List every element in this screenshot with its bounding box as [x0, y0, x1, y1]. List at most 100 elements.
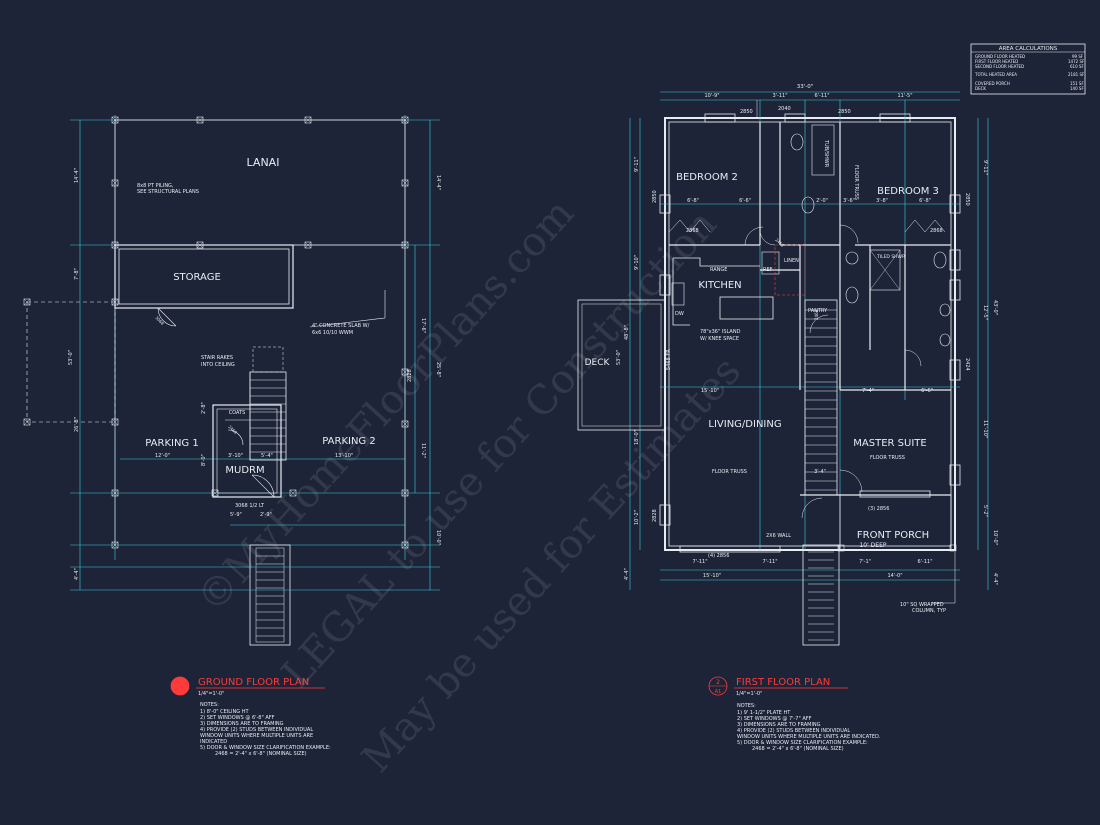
- dim-label: 48'-8": [624, 325, 630, 340]
- ground-floor-plan: 3068 2468: [23, 115, 441, 757]
- window-tag: 2828: [652, 509, 658, 522]
- floor-truss-note: FLOOR TRUSS: [853, 165, 859, 200]
- room-living-dining: LIVING/DINING: [708, 419, 781, 430]
- piling-marker: [23, 298, 31, 306]
- note-line: 3) DIMENSIONS ARE TO FRAMING: [737, 722, 821, 728]
- dim-label: 7'-8": [74, 268, 80, 280]
- window-tag: 2850: [838, 109, 851, 115]
- dim-label: 11'-5": [897, 93, 912, 99]
- area-row-value: 2181 SF: [1068, 72, 1085, 77]
- dim-label: 2'-8": [201, 402, 207, 414]
- dim-label: 7'-11": [692, 559, 707, 565]
- area-calc-title: AREA CALCULATIONS: [999, 46, 1058, 52]
- piling-marker: [401, 368, 409, 376]
- room-parking-1: PARKING 1: [145, 438, 198, 449]
- area-row-label: COVERED PORCH: [975, 81, 1010, 86]
- door-tag: 2468: [227, 424, 238, 435]
- window-tag: 2850: [740, 109, 753, 115]
- dim-label: 5'-4": [261, 453, 273, 459]
- dim-label: 3'-11": [772, 93, 787, 99]
- dim-label: 14'-0": [887, 573, 902, 579]
- piling-marker: [111, 541, 119, 549]
- piling-marker: [111, 489, 119, 497]
- window-tag: 2850: [964, 193, 970, 206]
- piling-marker: [401, 241, 409, 249]
- piling-cross: [304, 241, 312, 249]
- island-note: 78"x36" ISLAND: [700, 329, 741, 335]
- area-row-value: 610 SF: [1070, 64, 1084, 69]
- piling-cross: [401, 489, 409, 497]
- note-line: 5) DOOR & WINDOW SIZE CLARIFICATION EXAM…: [200, 745, 331, 751]
- piling-cross: [111, 241, 119, 249]
- notes-heading: NOTES:: [737, 703, 756, 709]
- wall-note: 2X6 WALL: [766, 533, 791, 539]
- window-tag: 2850: [652, 190, 658, 203]
- room-storage: STORAGE: [173, 272, 221, 283]
- fixture-tub: TUB/SHWR: [823, 139, 829, 168]
- room-mudroom: MUDRM: [225, 465, 264, 476]
- dim-label: 10'-9": [704, 93, 719, 99]
- dim-label: 15'-10": [701, 388, 719, 394]
- dim-label: 11'-2": [420, 443, 426, 458]
- area-row-value: 151 SF: [1070, 81, 1084, 86]
- dim-label: 12'-0": [155, 453, 170, 459]
- dim-label: 14'-4": [435, 175, 441, 190]
- island-note: W/ KNEE SPACE: [700, 336, 739, 342]
- dim-label: 33'-0": [797, 84, 814, 90]
- piling-cross: [401, 368, 409, 376]
- area-calculations-table: AREA CALCULATIONS GROUND FLOOR HEATED 99…: [970, 43, 1086, 95]
- piling-cross: [401, 179, 409, 187]
- appliance-dw: DW: [675, 311, 684, 317]
- piling-cross: [401, 116, 409, 124]
- window-tag: 2868: [930, 228, 943, 234]
- piling-marker: [111, 418, 119, 426]
- piling-cross: [289, 489, 297, 497]
- piling-marker: [401, 179, 409, 187]
- appliance-ref: REF: [763, 267, 773, 273]
- piling-cross: [196, 241, 204, 249]
- window-tag: 2424: [964, 358, 970, 371]
- room-deck: DECK: [585, 358, 611, 368]
- appliance-range: RANGE: [710, 267, 727, 273]
- room-lanai: LANAI: [247, 156, 280, 169]
- area-row-label: FIRST FLOOR HEATED: [975, 59, 1018, 64]
- window-tag: (4) 2856: [708, 553, 729, 559]
- door-tag: 3068 1/2 LT: [235, 503, 265, 509]
- piling-marker: [196, 116, 204, 124]
- dim-label: 13'-10": [335, 453, 353, 459]
- dim-label: 7'-11": [762, 559, 777, 565]
- piling-cross: [111, 116, 119, 124]
- dim-label: 15'-10": [703, 573, 721, 579]
- sheet-number: A1: [715, 689, 722, 695]
- piling-cross: [401, 541, 409, 549]
- piling-cross: [111, 298, 119, 306]
- dim-label: 18'-0": [634, 430, 640, 445]
- dim-label: 3'-4": [814, 469, 826, 475]
- dim-label: 4'-4": [74, 568, 80, 580]
- piling-marker: [401, 541, 409, 549]
- piling-cross: [196, 116, 204, 124]
- dim-label: 6'-11": [814, 93, 829, 99]
- dim-label: 10'-0": [435, 530, 441, 545]
- note-line: 4) PROVIDE (2) STUDS BETWEEN INDIVIDUAL: [200, 727, 313, 733]
- dim-label: 9'-11": [634, 157, 640, 172]
- door-tag: 3068: [154, 315, 165, 326]
- plan-title: FIRST FLOOR PLAN: [736, 677, 830, 688]
- piling-cross: [23, 418, 31, 426]
- dim-label: 9'-10": [634, 255, 640, 270]
- floor-truss-note: FLOOR TRUSS: [870, 455, 905, 461]
- window-tag: 2828: [407, 369, 413, 382]
- room-front-porch: FRONT PORCH: [857, 530, 929, 541]
- dim-label: 2'-9": [260, 512, 272, 518]
- piling-marker: [401, 420, 409, 428]
- dim-label: 6'-6": [921, 388, 933, 394]
- piling-cross: [111, 418, 119, 426]
- note-line: 4) PROVIDE (2) STUDS BETWEEN INDIVIDUAL: [737, 728, 850, 734]
- slab-note: 6x6 10/10 WWM: [312, 330, 353, 336]
- note-line: 2) SET WINDOWS @ 7'-7" AFF: [737, 716, 812, 722]
- plan-scale: 1/4"=1'-0": [198, 691, 224, 697]
- dim-label: 7'-1": [859, 559, 871, 565]
- note-line: 1) 9' 1-1/2" PLATE HT: [737, 710, 791, 716]
- note-line: WINDOW UNITS WHERE MULTIPLE UNITS ARE: [200, 733, 313, 739]
- note-line: 5) DOOR & WINDOW SIZE CLARIFICATION EXAM…: [737, 740, 868, 746]
